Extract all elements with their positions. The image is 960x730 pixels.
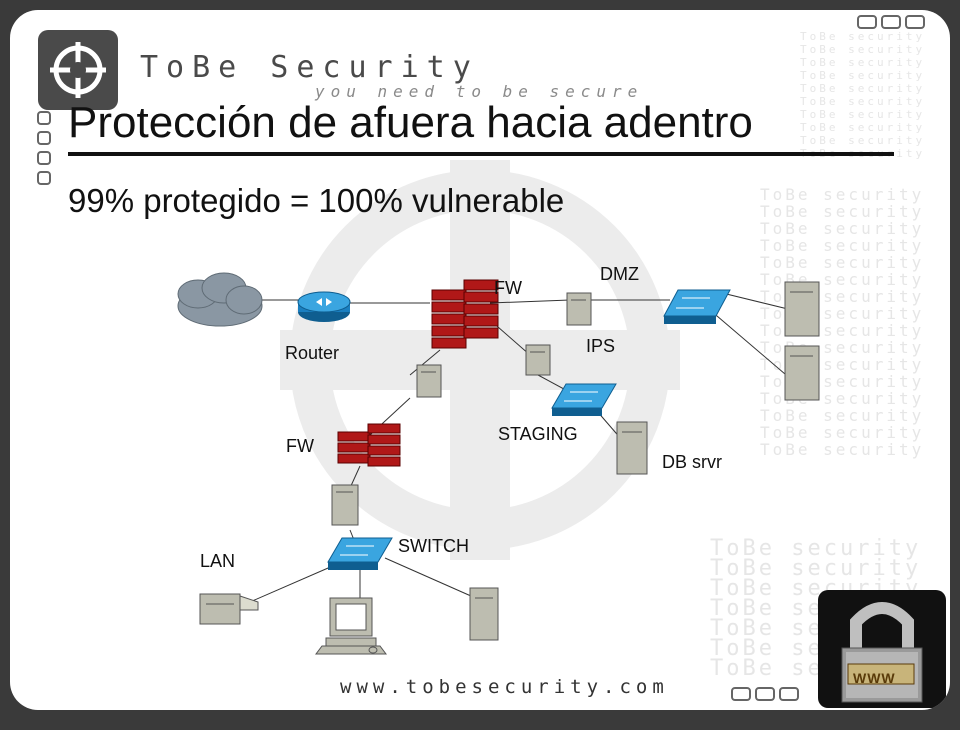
- label-fw-bottom: FW: [286, 436, 314, 456]
- staging-appliance-icon: [525, 344, 551, 376]
- staging-switch-icon: [551, 383, 617, 416]
- background-watermark-line: ToBe security: [710, 556, 921, 581]
- label-db-srvr: DB srvr: [662, 452, 722, 472]
- label-staging: STAGING: [498, 424, 578, 444]
- title-underline: [68, 152, 894, 156]
- lan-switch-icon: [327, 537, 393, 570]
- dmz-switch-icon: [663, 289, 731, 324]
- label-lan: LAN: [200, 551, 236, 571]
- printer-icon: [199, 593, 259, 625]
- background-watermark-line: ToBe security: [760, 440, 924, 459]
- background-watermark-line: ToBe security: [800, 56, 925, 69]
- padlock-icon: [818, 590, 946, 708]
- watermark-logo: [280, 160, 680, 560]
- background-watermark-line: ToBe security: [760, 236, 924, 255]
- firewall-top-icon: [431, 279, 499, 349]
- background-watermark-line: ToBe security: [760, 219, 924, 238]
- ips-appliance-icon: [566, 292, 592, 326]
- background-watermark-line: ToBe security: [760, 202, 924, 221]
- background-watermark-line: ToBe security: [760, 406, 924, 425]
- lock-www-text: WWW: [853, 670, 896, 686]
- workstation-icon: [315, 597, 387, 655]
- background-watermark-line: ToBe security: [800, 95, 925, 108]
- label-switch: SWITCH: [398, 536, 469, 556]
- brand-tagline: you need to be secure: [315, 82, 644, 101]
- slide-title: Protección de afuera hacia adentro: [68, 98, 753, 147]
- label-dmz: DMZ: [600, 264, 639, 284]
- lan-server-icon: [469, 587, 499, 641]
- db-server-icon: [616, 421, 648, 475]
- background-watermark-line: ToBe security: [800, 108, 925, 121]
- background-watermark-line: ToBe security: [760, 185, 924, 204]
- brand-name: ToBe Security: [140, 50, 479, 85]
- internet-cloud-icon: [177, 272, 263, 327]
- background-watermark-line: ToBe security: [800, 134, 925, 147]
- decor-squares: [37, 15, 925, 701]
- firewall-bottom-icon: [337, 423, 401, 467]
- background-watermark-line: ToBe security: [760, 253, 924, 272]
- footer-url[interactable]: www.tobesecurity.com: [340, 676, 669, 698]
- background-watermark-line: ToBe security: [800, 69, 925, 82]
- dmz-server-2-icon: [784, 345, 820, 401]
- lan-appliance-icon: [331, 484, 359, 526]
- label-ips: IPS: [586, 336, 616, 356]
- background-watermark-line: ToBe security: [800, 30, 925, 43]
- background-watermark-line: ToBe security: [800, 82, 925, 95]
- label-fw-top: FW: [494, 278, 522, 298]
- fw-appliance-icon: [416, 364, 442, 398]
- label-router: Router: [285, 343, 340, 363]
- background-watermark-line: ToBe security: [800, 43, 925, 56]
- slide-subtitle: 99% protegido = 100% vulnerable: [68, 182, 565, 219]
- brand-logo: [38, 30, 118, 110]
- background-watermark-line: ToBe security: [710, 536, 921, 561]
- router-icon: [297, 291, 351, 322]
- background-watermark-line: ToBe security: [800, 121, 925, 134]
- dmz-server-1-icon: [784, 281, 820, 337]
- background-watermark-line: ToBe security: [760, 423, 924, 442]
